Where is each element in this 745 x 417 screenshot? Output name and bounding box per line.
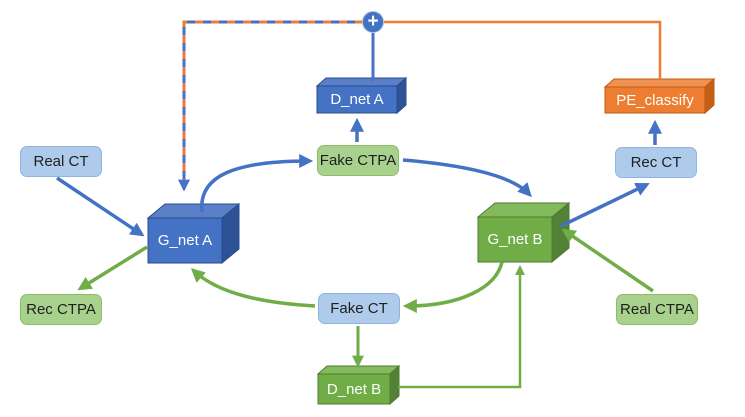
edge-sum-to-g-net-a-dash-orange — [182, 20, 363, 188]
node-real-ct: Real CT — [20, 146, 102, 177]
node-rec-ctpa: Rec CTPA — [20, 294, 102, 325]
edge-fake-ctpa-to-g-net-b — [402, 158, 532, 198]
node-fake-ctpa: Fake CTPA — [317, 145, 399, 176]
edge-d-net-b-to-g-net-b — [398, 265, 525, 389]
edge-fake-ct-to-g-net-a — [190, 268, 316, 308]
pe-classify-cube — [603, 77, 716, 115]
edge-real-ctpa-to-g-net-b — [561, 228, 654, 293]
d-net-a-cube — [315, 76, 408, 115]
edge-sum-to-pe-classify — [384, 20, 662, 79]
node-fake-ct: Fake CT — [318, 293, 400, 324]
d-net-b-cube — [316, 364, 401, 406]
node-real-ctpa: Real CTPA — [616, 294, 698, 325]
edge-g-net-a-to-fake-ctpa — [200, 154, 314, 213]
edge-real-ct-to-g-net-a — [56, 176, 145, 237]
edge-sum-to-g-net-a-dash-blue — [178, 20, 363, 192]
g-net-a-cube — [146, 202, 241, 265]
edge-g-net-a-to-rec-ctpa — [77, 245, 148, 291]
edge-g-net-b-to-rec-ct — [560, 182, 650, 228]
edge-g-net-b-to-fake-ct — [402, 261, 504, 313]
g-net-b-cube — [476, 201, 571, 264]
node-rec-ct: Rec CT — [615, 147, 697, 178]
sum-junction-plus-icon: + — [362, 11, 384, 33]
